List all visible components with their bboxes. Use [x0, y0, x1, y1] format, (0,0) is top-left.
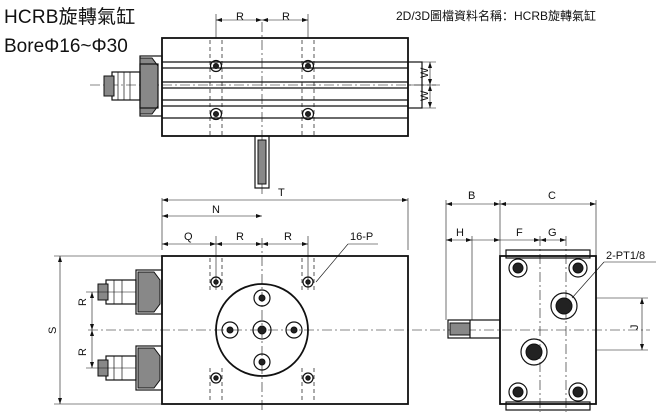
rotary-flange	[215, 283, 309, 377]
top-adjust-screw	[111, 71, 141, 101]
front-view: N Q R R 16-P	[47, 204, 650, 412]
dim-t: T	[161, 187, 409, 250]
port-upper	[550, 292, 578, 320]
dim-b-label: B	[468, 190, 475, 202]
dim-r-vert-upper: R	[77, 298, 89, 306]
dim-r-vert-lower: R	[77, 348, 89, 356]
side-view: 2-PT1/8 B C H F G J	[445, 190, 656, 412]
dim-r-front-right: R	[284, 231, 292, 243]
top-mount-holes	[209, 40, 315, 136]
dim-r-top-right: R	[282, 11, 290, 23]
dim-j-label: J	[629, 325, 641, 331]
dim-w-upper: W	[419, 67, 431, 78]
side-output-shaft	[447, 319, 501, 339]
drawing-title: HCRB旋轉氣缸	[4, 7, 136, 28]
dim-n-label: N	[212, 204, 220, 216]
top-output-shaft	[254, 135, 270, 189]
dim-r-front-left: R	[236, 231, 244, 243]
dim-g-label: G	[548, 227, 557, 239]
dim-w-lower: W	[419, 90, 431, 101]
dim-q-label: Q	[184, 231, 193, 243]
dim-h-label: H	[456, 227, 464, 239]
bore-range-label: BoreΦ16~Φ30	[4, 36, 128, 57]
dim-s-label: S	[47, 327, 59, 334]
ports-callout: 2-PT1/8	[606, 250, 645, 262]
dim-c-label: C	[548, 190, 556, 202]
port-lower	[520, 338, 548, 366]
front-left-adjusters	[97, 269, 163, 391]
holes-callout: 16-P	[350, 231, 373, 243]
top-view: R R W W	[90, 11, 440, 195]
dim-t-label: T	[278, 187, 285, 199]
dim-r-top-left: R	[236, 11, 244, 23]
front-mount-holes	[209, 258, 315, 402]
top-body-outline	[161, 37, 409, 137]
dim-f-label: F	[516, 227, 523, 239]
file-name-label: 2D/3D圖檔資料名稱：HCRB旋轉氣缸	[396, 9, 597, 23]
